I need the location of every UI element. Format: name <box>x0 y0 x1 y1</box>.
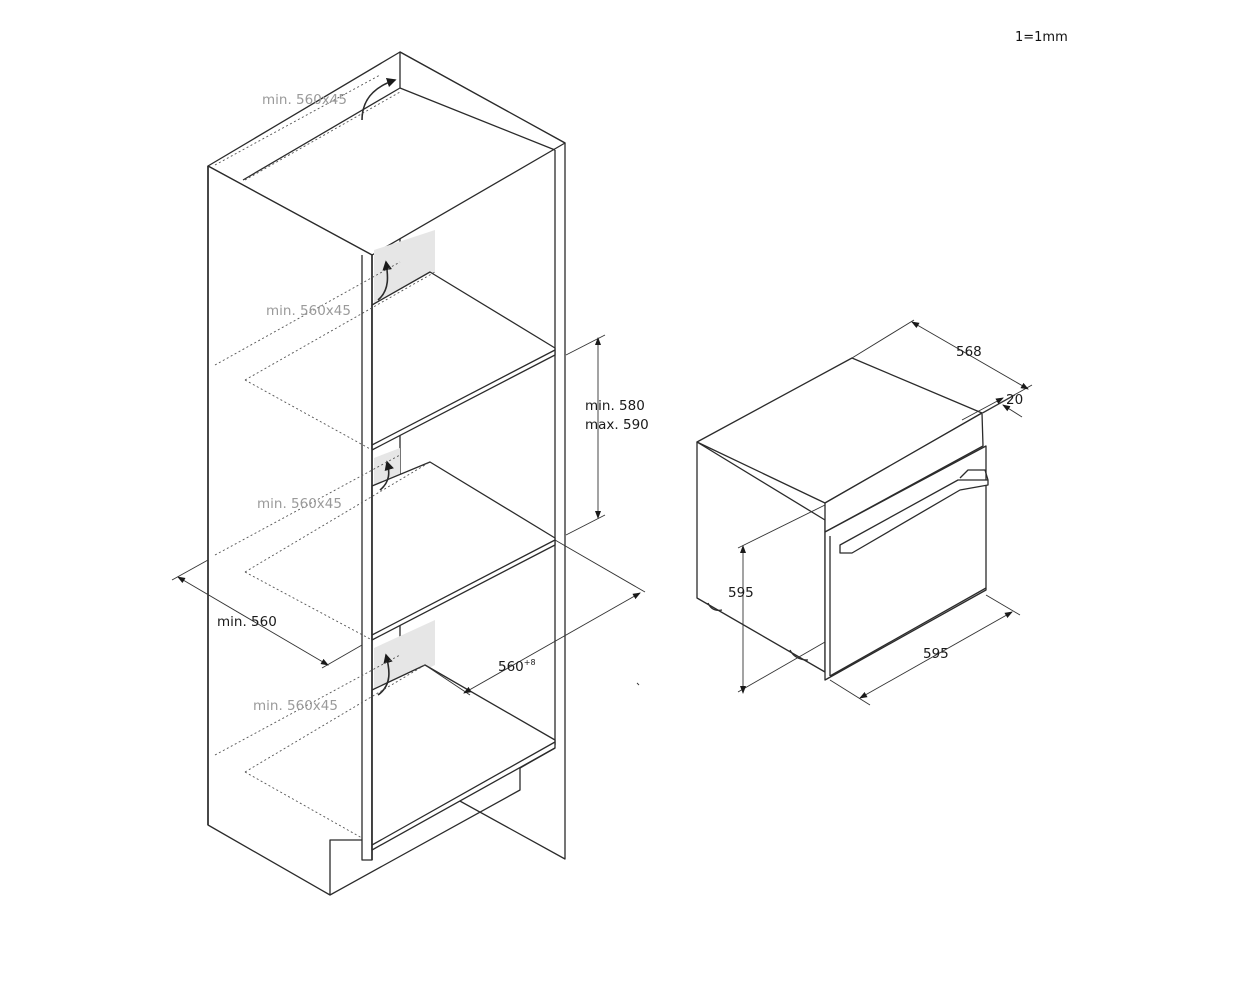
vent-label-middle: min. 560x45 <box>257 496 342 512</box>
niche-height-min: min. 580 <box>585 398 645 414</box>
vent-upper <box>374 230 435 305</box>
niche-width-label: min. 560 <box>217 614 277 630</box>
niche-depth-label: 560+8 <box>498 658 536 675</box>
vent-label-lower: min. 560x45 <box>253 698 338 714</box>
oven-front-thickness-label: 20 <box>1006 392 1023 408</box>
oven-width-label: 595 <box>923 646 949 662</box>
scale-note: 1=1mm <box>1015 30 1068 45</box>
vent-label-top: min. 560x45 <box>262 92 347 108</box>
cabinet <box>171 51 646 896</box>
niche-depth-value: 560 <box>498 659 524 675</box>
oven-depth-label: 568 <box>956 344 982 360</box>
oven <box>696 319 1033 706</box>
vent-label-upper: min. 560x45 <box>266 303 351 319</box>
niche-depth-tolerance: +8 <box>524 658 536 667</box>
niche-height-max: max. 590 <box>585 417 649 433</box>
oven-height-label: 595 <box>728 585 754 601</box>
